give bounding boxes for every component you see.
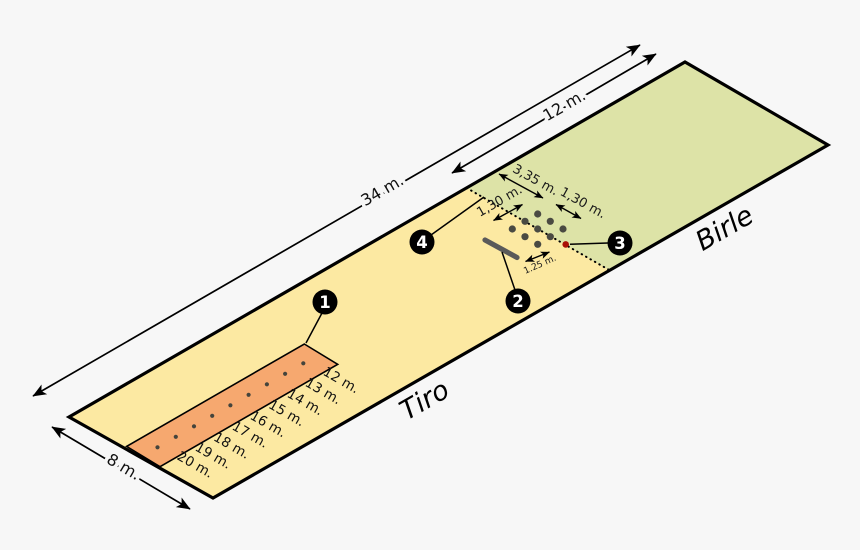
- callout-lines: [305, 196, 609, 344]
- pin: [508, 225, 516, 233]
- callout-line-1: [305, 312, 323, 344]
- pin: [534, 210, 542, 218]
- marker-3-circle: [607, 230, 633, 256]
- pin: [546, 233, 554, 241]
- marker-4-circle: [409, 229, 435, 255]
- distance-dot-18m: [191, 424, 197, 429]
- pin: [521, 217, 529, 225]
- marker-1-circle: [312, 289, 338, 315]
- extra-pin-red: [562, 241, 569, 248]
- pin: [534, 240, 542, 248]
- arrow-1-30m-left: [493, 203, 523, 222]
- arrow-1-30m-right: [555, 203, 582, 220]
- pin: [534, 225, 542, 233]
- dimension-line-12m: [451, 53, 657, 174]
- marker-2-number: 2: [512, 292, 523, 311]
- marker-3-number: 3: [614, 234, 625, 253]
- marker-2-circle: [505, 288, 531, 314]
- distance-dot-17m: [210, 413, 215, 418]
- pin-measure-arrows: [493, 173, 582, 263]
- arrow-1-25m: [525, 251, 550, 263]
- distance-dot-15m: [246, 392, 251, 397]
- pin: [546, 217, 554, 225]
- distance-dot-14m: [264, 382, 269, 387]
- marker-4-number: 4: [416, 233, 427, 252]
- callout-line-3: [569, 242, 609, 246]
- pin: [521, 233, 529, 241]
- distance-dot-16m: [228, 403, 233, 408]
- dimension-lines: [32, 44, 657, 510]
- distance-dot-19m: [173, 434, 178, 439]
- distance-dot-12m: [301, 361, 306, 366]
- callout-line-4: [430, 196, 485, 236]
- pin: [559, 225, 567, 233]
- marker-1-number: 1: [319, 293, 330, 312]
- distance-dot-20m: [155, 445, 160, 450]
- arrow-3-35m: [498, 173, 544, 199]
- numbered-markers: 1 2 3 4: [312, 229, 633, 315]
- dimension-line-8m: [51, 426, 191, 510]
- callout-line-2: [501, 251, 516, 291]
- distance-dot-13m: [283, 371, 288, 376]
